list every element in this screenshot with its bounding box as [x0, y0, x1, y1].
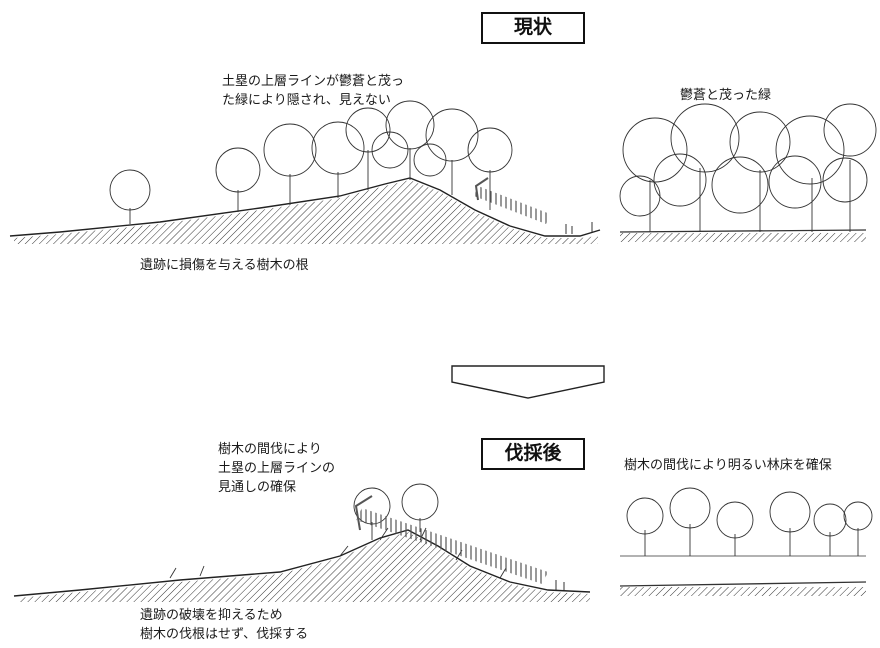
note-dense-green: 鬱蒼と茂った緑 — [680, 88, 772, 103]
after-sightline — [356, 508, 548, 584]
note-no-uprooting: 遺跡の破壊を抑えるため 樹木の伐根はせず、伐採する — [140, 608, 309, 642]
current-viewer — [474, 177, 489, 201]
transition-arrow — [451, 365, 605, 399]
after-mound-hatch — [18, 532, 590, 602]
note-roots: 遺跡に損傷を与える樹木の根 — [140, 258, 309, 273]
current-figures — [565, 222, 593, 234]
current-trees — [109, 100, 513, 224]
current-mound-hatch — [14, 180, 598, 244]
after-viewer — [354, 495, 373, 531]
current-mound-section — [9, 100, 601, 244]
current-title: 現状 — [481, 12, 585, 44]
after-title: 伐採後 — [481, 438, 585, 470]
after-mound-section — [13, 483, 591, 602]
current-sightline — [474, 186, 550, 224]
after-figures — [555, 580, 565, 590]
note-visibility: 樹木の間伐により 土塁の上層ラインの 見通しの確保 — [218, 442, 336, 495]
current-forest-sketch — [619, 103, 877, 242]
note-bright-floor: 樹木の間伐により明るい林床を確保 — [624, 458, 832, 473]
after-forest-sketch — [619, 487, 873, 596]
note-line-hidden: 土塁の上層ラインが鬱蒼と茂っ た緑により隠され、見えない — [222, 74, 405, 108]
after-ground-line — [13, 529, 591, 597]
